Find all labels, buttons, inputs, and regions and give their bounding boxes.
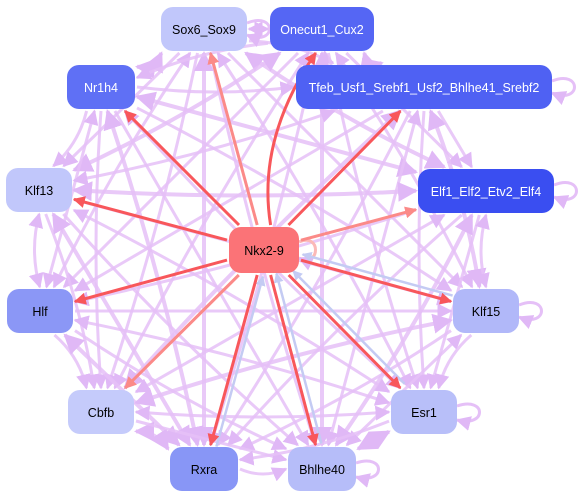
edge-tfeb-elf [437,110,473,169]
edge-nr1h4-tfeb [136,81,296,97]
node-tfeb-box [296,65,552,109]
node-onecut1_cux2-box [270,7,374,51]
node-sox6_sox9-label: Sox6_Sox9 [172,23,236,37]
node-bhlhe40-box [288,447,356,491]
self-loop-tfeb [550,77,576,105]
edge-in-klf15 [301,251,453,297]
node-onecut1_cux2-label: Onecut1_Cux2 [280,23,363,37]
node-bhlhe40[interactable]: Bhlhe40 [288,447,356,491]
node-nkx2_9-box [229,227,299,273]
node-nr1h4-label: Nr1h4 [84,81,118,95]
edge-out-cbfb [124,273,240,390]
node-cbfb-label: Cbfb [88,406,114,420]
node-esr1-label: Esr1 [411,406,437,420]
edge-klf13-elf [72,181,418,202]
edge-rxra-bhlhe40 [239,467,288,482]
edge-out-bhlhe40 [269,274,319,447]
edge-in-esr1 [292,269,406,385]
node-onecut1_cux2[interactable]: Onecut1_Cux2 [270,7,374,51]
edge-klf13-hlf [28,212,44,289]
node-klf13[interactable]: Klf13 [6,168,72,212]
edge-out-klf15 [300,258,453,305]
edge-esr1-bhlhe40 [356,429,391,451]
edge-out-klf13 [72,196,228,242]
edge-onecut1_cux2-tfeb [359,51,384,78]
self-loop-elf [552,181,578,209]
node-esr1[interactable]: Esr1 [391,390,457,434]
self-loop-esr1 [455,402,481,431]
node-elf-box [418,169,554,213]
node-klf15-box [453,289,519,333]
node-klf13-label: Klf13 [25,184,54,198]
node-hlf-box [7,289,73,333]
node-nr1h4[interactable]: Nr1h4 [67,65,135,109]
edge-out-nr1h4 [123,109,241,227]
self-loop-bhlhe40 [354,459,380,488]
edge-elf-klf15 [475,213,490,289]
node-rxra[interactable]: Rxra [170,447,238,491]
node-klf15[interactable]: Klf15 [453,289,519,333]
center-edges [72,51,453,447]
node-tfeb[interactable]: Tfeb_Usf1_Srebf1_Usf2_Bhlhe41_Srebf2 [296,65,552,109]
node-nkx2_9[interactable]: Nkx2-9 [229,227,299,273]
node-hlf-label: Hlf [32,305,48,319]
node-tfeb-label: Tfeb_Usf1_Srebf1_Usf2_Bhlhe41_Srebf2 [309,81,540,95]
edge-out-tfeb [287,109,402,227]
edge-out-hlf [73,258,228,305]
edge-nr1h4-bhlhe40 [113,110,310,447]
edge-sox6_sox9-nr1h4 [135,51,164,79]
node-klf15-label: Klf15 [472,305,501,319]
node-cbfb[interactable]: Cbfb [68,390,134,434]
node-nkx2_9-label: Nkx2-9 [244,244,284,258]
edge-in-bhlhe40 [273,272,323,444]
edge-in-rxra [215,275,266,447]
node-elf-label: Elf1_Elf2_Etv2_Elf4 [431,185,542,199]
node-esr1-box [391,390,457,434]
node-sox6_sox9[interactable]: Sox6_Sox9 [161,7,247,51]
node-rxra-label: Rxra [191,463,217,477]
node-bhlhe40-label: Bhlhe40 [299,463,345,477]
node-sox6_sox9-box [161,7,247,51]
edge-out-elf [300,206,418,242]
node-nr1h4-box [67,65,135,109]
edge-klf15-esr1 [434,333,473,390]
node-hlf[interactable]: Hlf [7,289,73,333]
edge-out-rxra [207,274,259,447]
edge-out-sox6_sox9 [207,51,259,226]
node-elf[interactable]: Elf1_Elf2_Etv2_Elf4 [418,169,554,213]
node-cbfb-box [68,390,134,434]
edge-out-esr1 [287,273,402,390]
self-loop-klf15 [517,301,543,329]
edge-cbfb-esr1 [134,405,391,421]
self-loop-sox6_sox9 [245,19,271,47]
node-klf13-box [6,168,72,212]
edge-cbfb-rxra [134,421,170,451]
node-rxra-box [170,447,238,491]
